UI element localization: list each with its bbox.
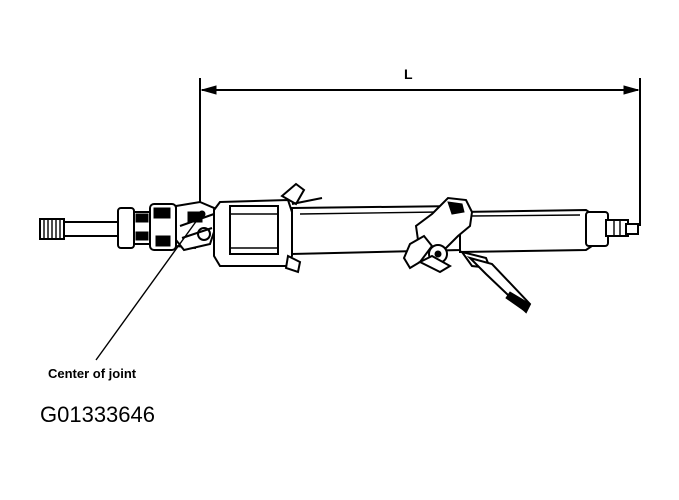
dimension-arrow-right [623, 85, 640, 95]
upper-universal-joint [175, 200, 218, 252]
joint-leader-line [95, 215, 201, 361]
dimension-l [199, 78, 641, 226]
tilt-lever [466, 256, 532, 314]
joint-center-point [198, 210, 206, 218]
column-housing [213, 182, 323, 274]
spline-shaft [39, 218, 121, 240]
upper-shaft-end [585, 211, 639, 247]
dimension-arrow-left [200, 85, 217, 95]
dimension-label: L [404, 66, 413, 82]
figure-code: G01333646 [40, 402, 155, 427]
joint-callout-label: Center of joint [48, 366, 137, 381]
